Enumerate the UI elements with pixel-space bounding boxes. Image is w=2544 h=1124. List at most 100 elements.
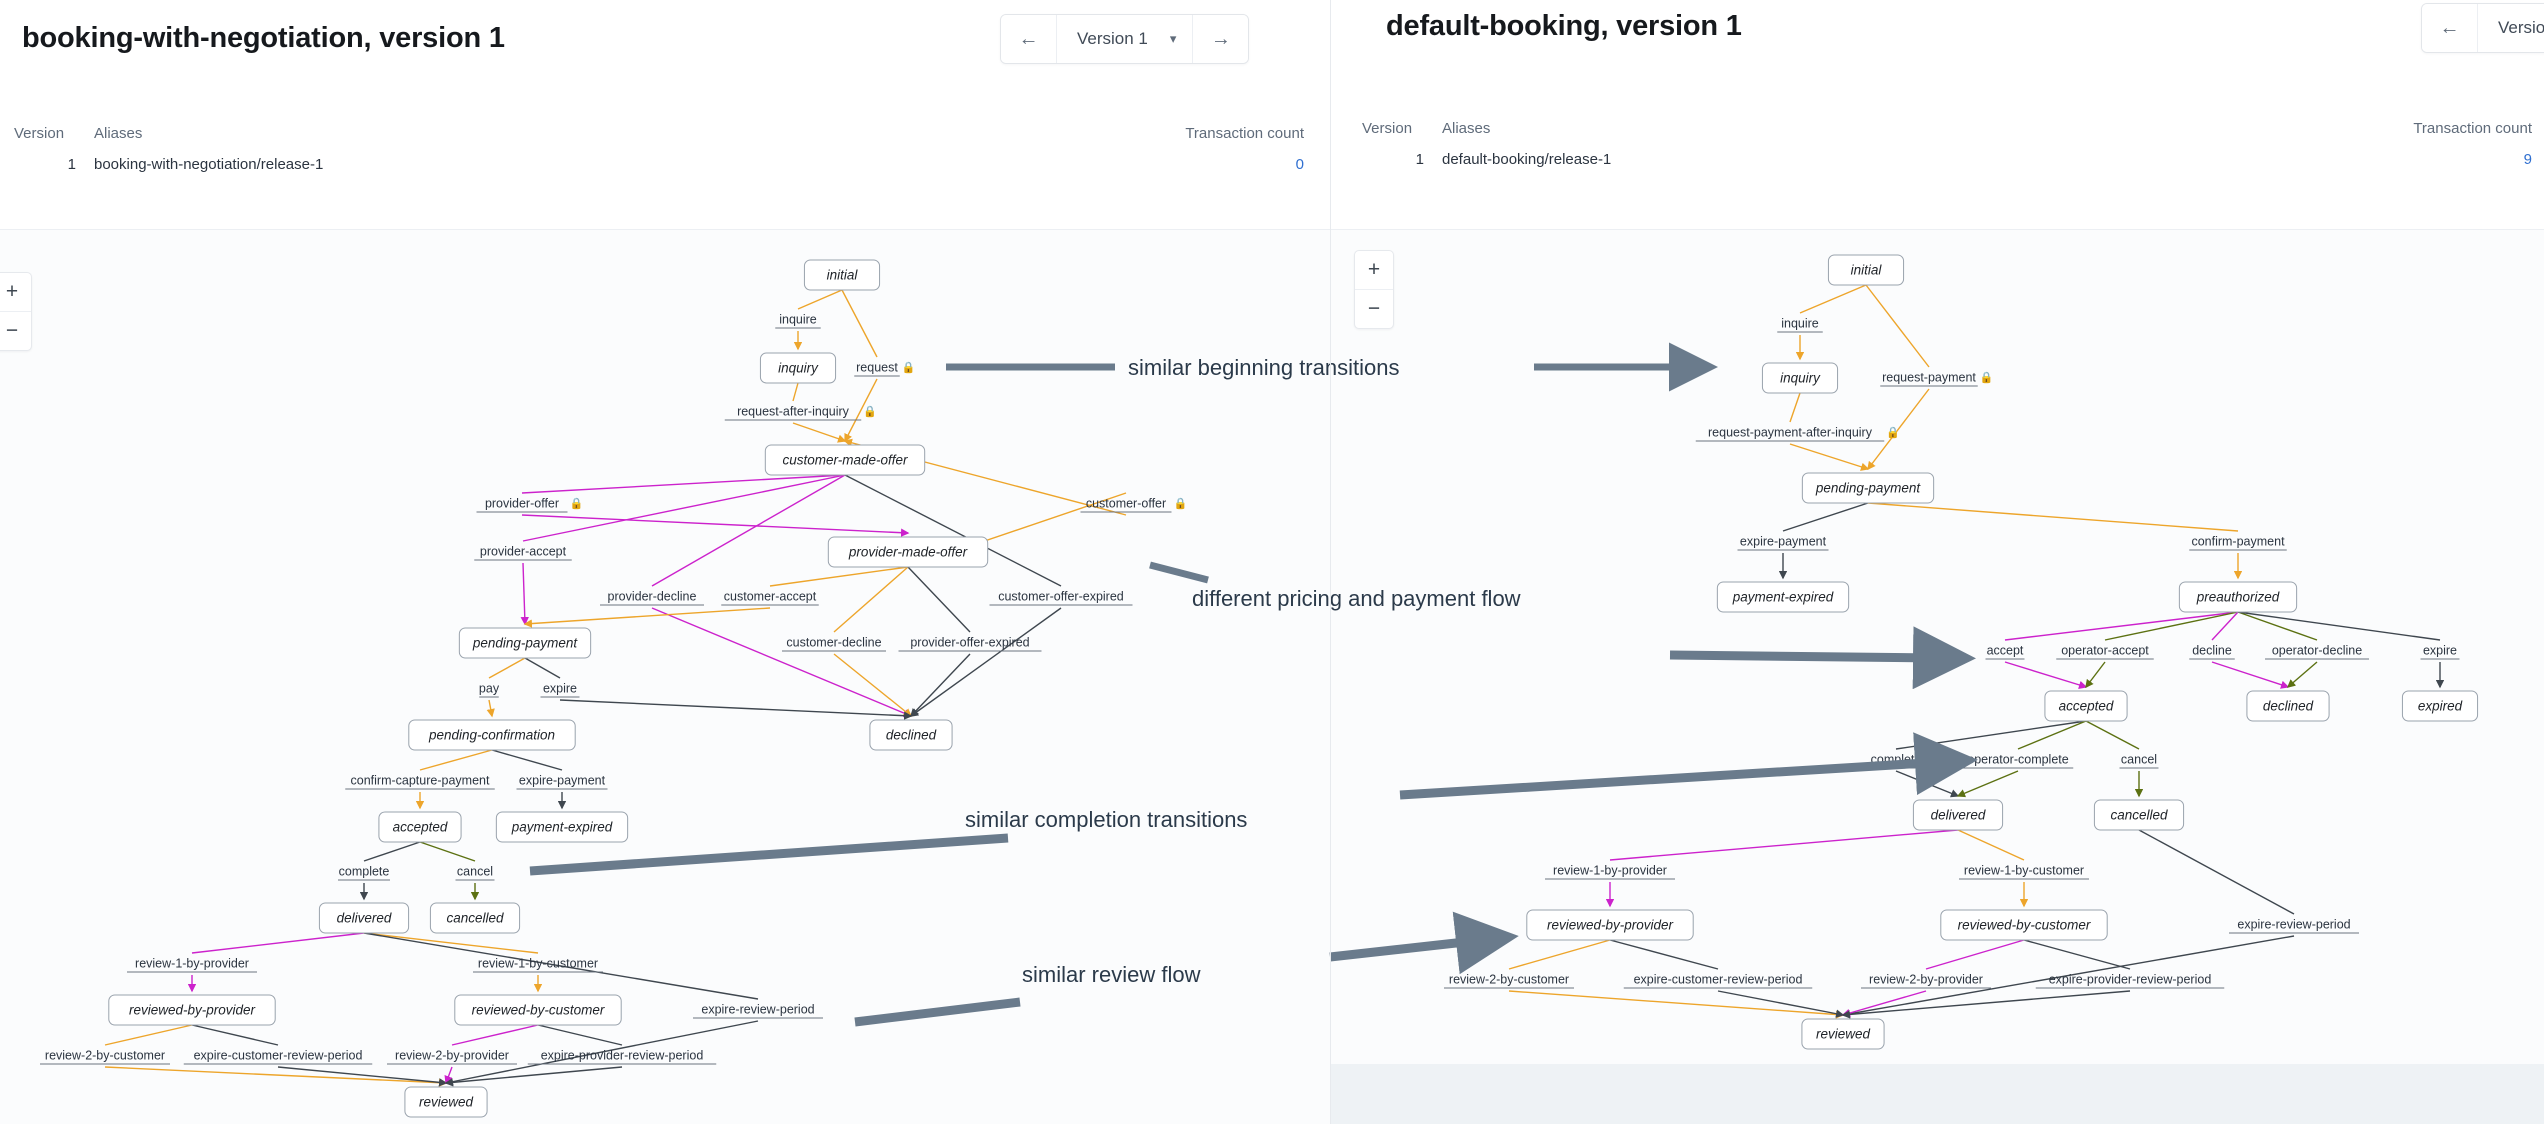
state-node[interactable]: customer-made-offer [764, 444, 926, 476]
state-node[interactable]: declined [869, 719, 953, 751]
state-node[interactable]: provider-made-offer [827, 536, 989, 568]
version-select-left[interactable]: Version 1 ▾ [1057, 15, 1193, 63]
state-node[interactable]: delivered [1912, 799, 2004, 831]
edge-label-text: confirm-capture-payment [351, 773, 490, 787]
state-node[interactable]: reviewed [404, 1086, 488, 1118]
edge-label: expire [540, 681, 580, 698]
edge-label-text: customer-offer [1086, 496, 1166, 510]
state-node-label: accepted [393, 820, 448, 835]
state-node[interactable]: initial [803, 259, 881, 291]
state-node[interactable]: reviewed-by-customer [1940, 909, 2108, 941]
edge-label-text: customer-offer-expired [998, 589, 1124, 603]
state-node[interactable]: cancelled [2093, 799, 2185, 831]
state-node[interactable]: initial [1827, 254, 1905, 286]
cell-transaction-count[interactable]: 9 [2523, 151, 2532, 168]
state-node-label: provider-made-offer [848, 545, 968, 560]
edge-label: provider-accept [474, 544, 572, 561]
state-node[interactable]: reviewed [1801, 1018, 1885, 1050]
edge-label: operator-decline [2265, 643, 2369, 660]
state-node[interactable]: reviewed-by-provider [108, 994, 276, 1026]
edge-label: provider-decline [600, 589, 704, 606]
panel-header-left: booking-with-negotiation, version 1 ← Ve… [0, 0, 1330, 230]
state-node[interactable]: preauthorized [2178, 581, 2298, 613]
state-node[interactable]: payment-expired [495, 811, 629, 843]
state-node[interactable]: reviewed-by-provider [1526, 909, 1694, 941]
meta-header-row: Version Aliases Transaction count [1362, 120, 2532, 137]
edge-label: operator-complete [1962, 752, 2074, 769]
edge-label-text: review-1-by-provider [135, 956, 249, 970]
zoom-in-button[interactable]: + [5, 280, 19, 303]
arrow-right-icon[interactable]: → [1192, 15, 1249, 63]
zoom-controls-right[interactable]: + − [1354, 250, 1394, 329]
zoom-out-button[interactable]: − [0, 311, 31, 350]
state-node-label: expired [2418, 699, 2463, 714]
state-node-label: reviewed-by-customer [1958, 918, 2091, 933]
edge-label-text: accept [1987, 643, 2024, 657]
state-node[interactable]: inquiry [1761, 362, 1839, 394]
state-node-label: pending-confirmation [428, 728, 555, 743]
version-select-label: Version 1 [1077, 29, 1148, 48]
edge-label: inquire [1777, 316, 1823, 333]
state-node[interactable]: delivered [318, 902, 410, 934]
col-header-transaction-count: Transaction count [2413, 120, 2532, 137]
workflow-panel-right: default-booking, version 1 ← Version 1 ▾… [1330, 0, 2544, 1124]
state-node[interactable]: pending-confirmation [408, 719, 576, 751]
edge-layer [104, 289, 1127, 1087]
zoom-out-button[interactable]: − [1355, 289, 1393, 328]
edge-label: decline [2189, 643, 2235, 660]
state-node[interactable]: reviewed-by-customer [454, 994, 622, 1026]
state-machine-diagram-right: inquirerequest-payment🔒request-payment-a… [1444, 254, 2479, 1050]
edge-label-text: review-2-by-provider [1869, 972, 1983, 986]
edge-label-text: expire-payment [1740, 534, 1827, 548]
state-node[interactable]: payment-expired [1716, 581, 1850, 613]
edge-label: expire-customer-review-period [183, 1048, 373, 1065]
cell-alias: default-booking/release-1 [1442, 151, 1612, 168]
arrow-left-icon[interactable]: ← [1001, 15, 1057, 63]
state-node-label: delivered [1931, 808, 1986, 823]
state-node[interactable]: cancelled [429, 902, 521, 934]
version-switcher-left[interactable]: ← Version 1 ▾ → [1000, 14, 1250, 64]
state-node-label: inquiry [778, 361, 819, 376]
lock-icon: 🔒 [1886, 426, 1900, 439]
edge-label: expire-payment [516, 773, 608, 790]
state-node[interactable]: inquiry [759, 352, 837, 384]
lock-icon: 🔒 [902, 361, 916, 374]
edge-label: expire-provider-review-period [527, 1048, 717, 1065]
zoom-controls-left[interactable]: + − [0, 272, 32, 351]
lock-icon: 🔒 [570, 497, 584, 510]
state-node[interactable]: pending-payment [1801, 472, 1935, 504]
version-meta-left: Version Aliases Transaction count 1 book… [14, 125, 1304, 173]
lock-icon: 🔒 [1980, 371, 1994, 384]
version-select-right[interactable]: Version 1 ▾ [2478, 4, 2544, 52]
edge-label: cancel [455, 864, 495, 881]
edge-label: provider-offer🔒 [476, 496, 584, 513]
state-node[interactable]: pending-payment [458, 627, 592, 659]
edge-label: expire-customer-review-period [1623, 972, 1813, 989]
state-node[interactable]: declined [2246, 690, 2330, 722]
state-node-label: initial [1851, 263, 1883, 278]
edge-label: review-2-by-provider [387, 1048, 517, 1065]
zoom-in-button[interactable]: + [1367, 258, 1381, 281]
edge-label: review-1-by-provider [1545, 863, 1675, 880]
state-machine-diagram-left: inquirerequest🔒request-after-inquiry🔒pro… [40, 259, 1187, 1118]
state-node[interactable]: accepted [378, 811, 462, 843]
version-switcher-right[interactable]: ← Version 1 ▾ → [2421, 3, 2544, 53]
state-node[interactable]: accepted [2044, 690, 2128, 722]
state-node-label: declined [2263, 699, 2314, 714]
edge-label-text: operator-accept [2061, 643, 2149, 657]
edge-label-text: provider-offer-expired [910, 635, 1029, 649]
edge-label: review-2-by-provider [1861, 972, 1991, 989]
edge-label-text: request-payment-after-inquiry [1708, 425, 1873, 439]
edge-label-text: complete [1871, 752, 1922, 766]
cell-transaction-count[interactable]: 0 [1295, 156, 1304, 173]
cell-version: 1 [1415, 151, 1424, 168]
edge-label: cancel [2119, 752, 2159, 769]
edge-label-text: expire-customer-review-period [194, 1048, 363, 1062]
node-layer: initial inquiry customer-made-offer provide… [108, 259, 989, 1118]
edge-label: confirm-payment [2189, 534, 2287, 551]
state-node-label: reviewed-by-customer [472, 1003, 605, 1018]
state-node[interactable]: expired [2401, 690, 2479, 722]
arrow-left-icon[interactable]: ← [2422, 4, 2478, 52]
